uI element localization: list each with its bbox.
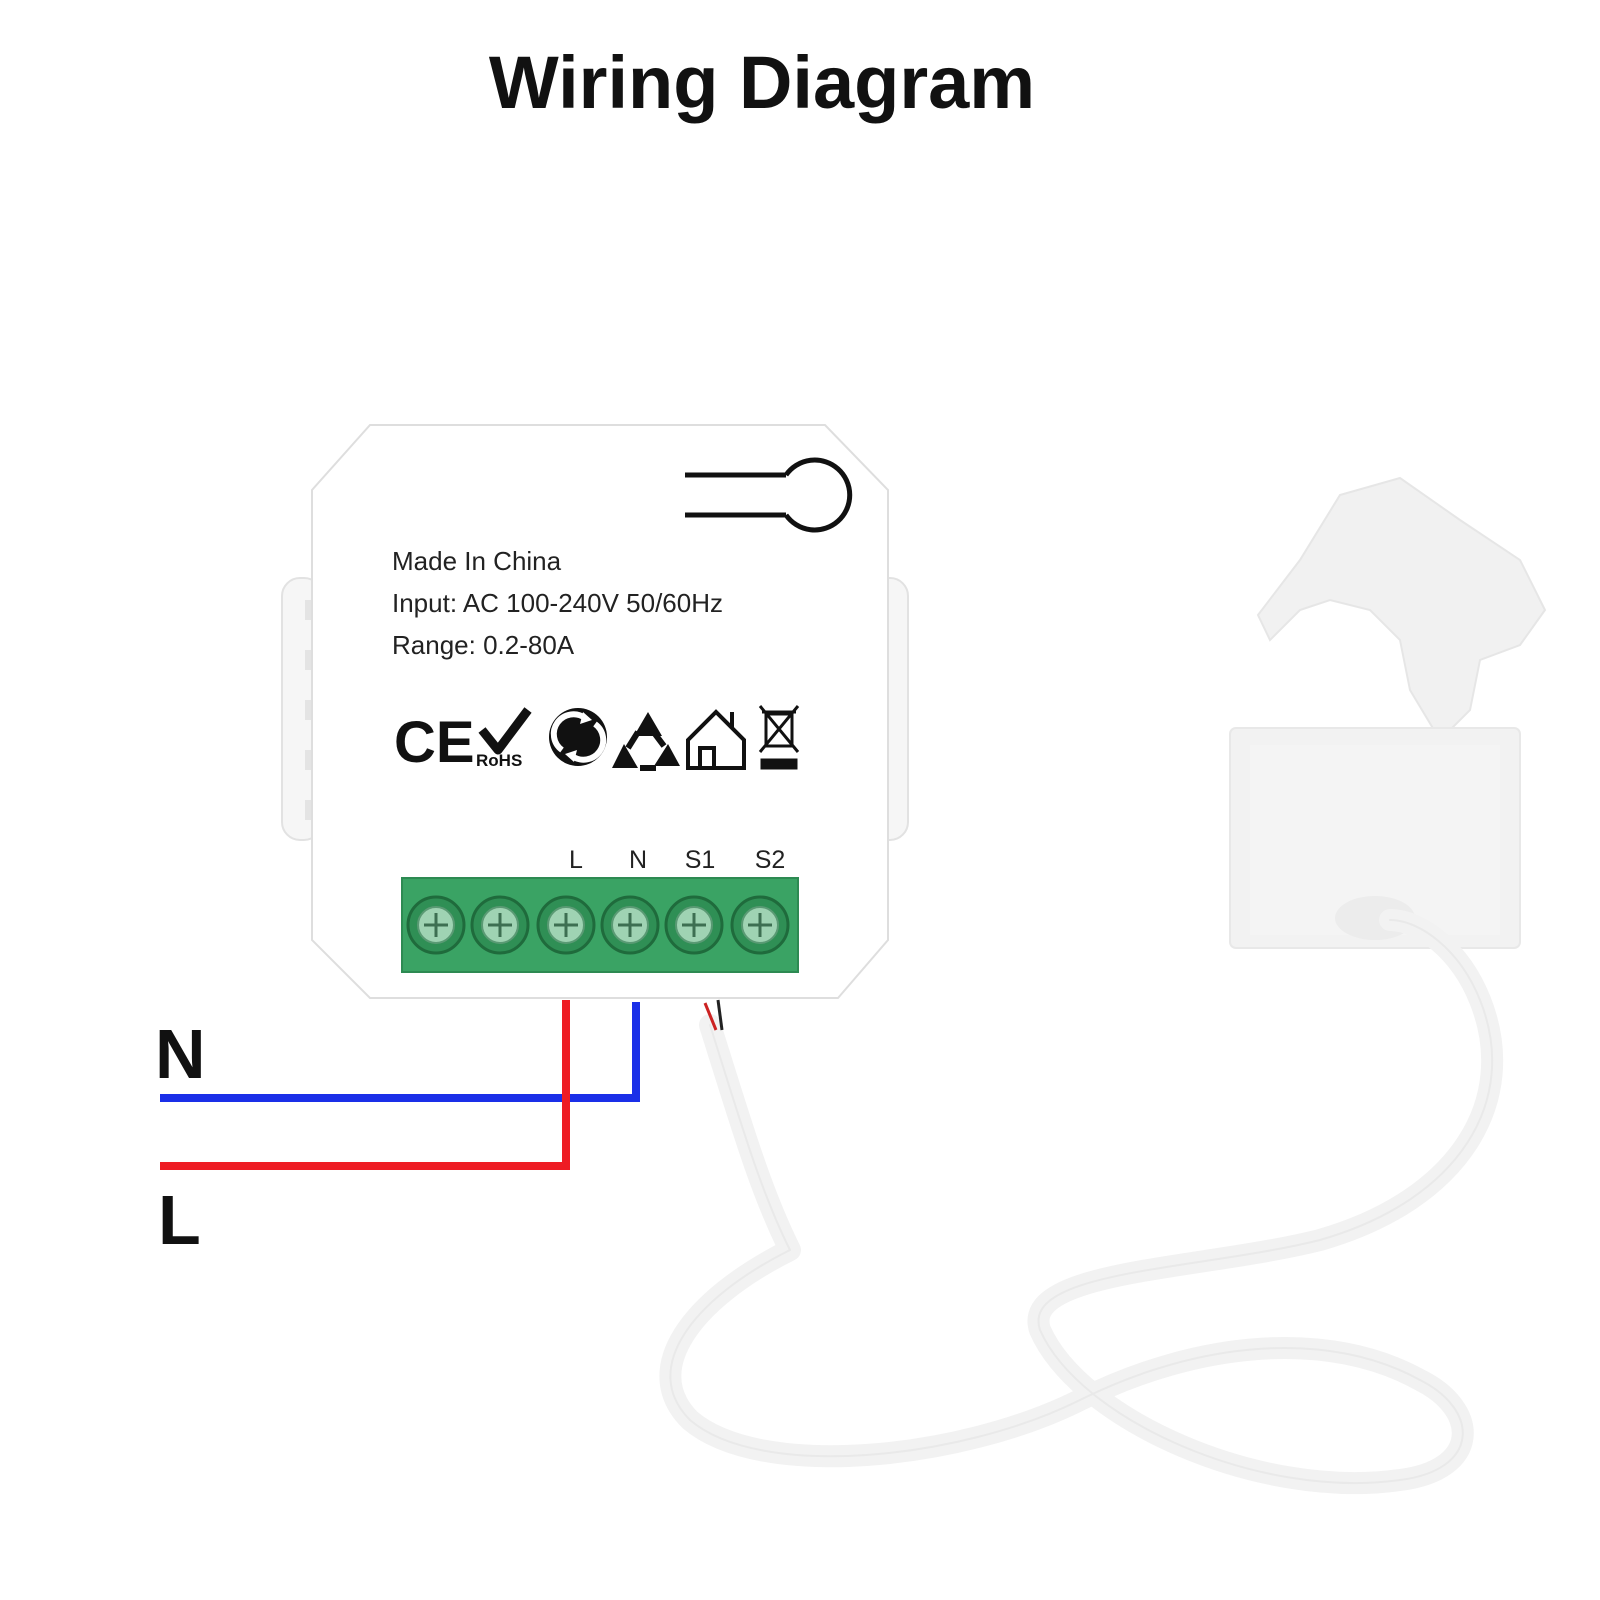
terminal-label-l: L bbox=[569, 846, 583, 874]
weee-bin-icon bbox=[758, 705, 800, 770]
mains-wiring bbox=[160, 1000, 640, 1170]
reset-key-icon bbox=[685, 457, 853, 533]
live-wire bbox=[160, 1000, 570, 1170]
neutral-wire bbox=[160, 1002, 640, 1102]
ct-cable bbox=[659, 909, 1504, 1495]
diagram-title: Wiring Diagram bbox=[489, 41, 1035, 124]
green-dot-icon bbox=[549, 708, 607, 766]
ct-cable-leads bbox=[703, 999, 724, 1031]
rohs-label: RoHS bbox=[476, 751, 522, 770]
terminal-screw bbox=[730, 895, 790, 955]
input-rating-label: Input: AC 100-240V 50/60Hz bbox=[392, 588, 723, 618]
ce-mark-icon: CE bbox=[394, 710, 475, 775]
terminal-screw bbox=[536, 895, 596, 955]
made-in-label: Made In China bbox=[392, 546, 562, 576]
terminal-label-n: N bbox=[629, 846, 647, 874]
home-icon bbox=[686, 709, 746, 770]
module-housing bbox=[311, 424, 889, 999]
terminal-label-s2: S2 bbox=[755, 846, 786, 874]
terminal-screw bbox=[406, 895, 466, 955]
terminal-screws bbox=[406, 895, 790, 955]
certification-row: CE RoHS bbox=[394, 705, 800, 775]
recycle-icon bbox=[612, 712, 680, 771]
terminal-screw bbox=[600, 895, 660, 955]
terminal-screw bbox=[664, 895, 724, 955]
power-meter-module: Made In China Input: AC 100-240V 50/60Hz… bbox=[281, 424, 909, 999]
neutral-label: N bbox=[155, 1015, 206, 1093]
rohs-check-icon: RoHS bbox=[476, 707, 532, 770]
live-label: L bbox=[158, 1181, 201, 1259]
ct-clamp-jaw bbox=[1256, 476, 1547, 742]
range-label: Range: 0.2-80A bbox=[392, 630, 575, 660]
terminal-screw bbox=[470, 895, 530, 955]
ct-clamp-sensor bbox=[1229, 476, 1547, 949]
terminal-label-s1: S1 bbox=[685, 846, 716, 874]
